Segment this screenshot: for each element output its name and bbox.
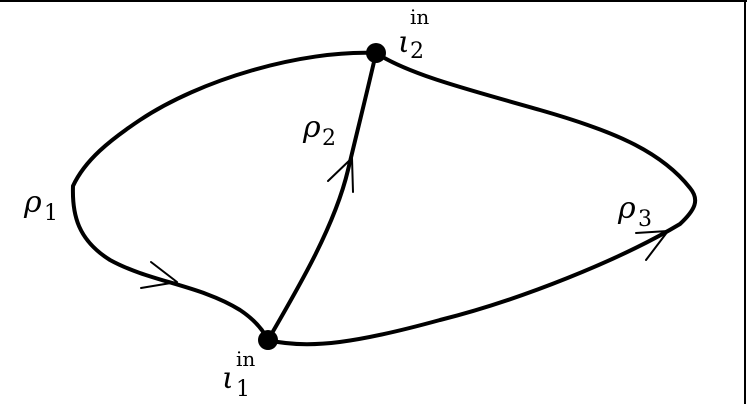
edge-rho2 <box>266 51 378 342</box>
arrow-rho1-icon <box>140 261 178 289</box>
svg-text:in: in <box>236 347 255 371</box>
node-iota1 <box>258 330 278 350</box>
arrow-rho3-icon <box>635 230 669 261</box>
svg-text:ρ: ρ <box>617 191 636 226</box>
edge-rho1 <box>70 50 378 342</box>
svg-text:3: 3 <box>638 207 652 232</box>
label-rho2: ρ 2 <box>302 110 336 151</box>
svg-text:ι: ι <box>222 361 234 396</box>
arrow-rho2-icon <box>327 157 354 193</box>
label-iota2: ι 2 in <box>398 5 429 64</box>
svg-text:2: 2 <box>410 39 424 64</box>
svg-text:ρ: ρ <box>23 185 42 220</box>
svg-text:1: 1 <box>236 377 250 402</box>
edge-rho3 <box>266 51 698 347</box>
label-rho3: ρ 3 <box>617 191 652 232</box>
svg-text:ρ: ρ <box>302 110 321 145</box>
svg-text:in: in <box>410 5 429 29</box>
svg-text:1: 1 <box>44 201 58 226</box>
svg-text:2: 2 <box>322 126 336 151</box>
label-iota1: ι 1 in <box>222 347 255 402</box>
svg-text:ι: ι <box>398 25 410 60</box>
label-rho1: ρ 1 <box>23 185 58 226</box>
frame-top-border <box>0 0 747 2</box>
node-iota2 <box>366 43 386 63</box>
frame-right-border <box>744 0 746 404</box>
